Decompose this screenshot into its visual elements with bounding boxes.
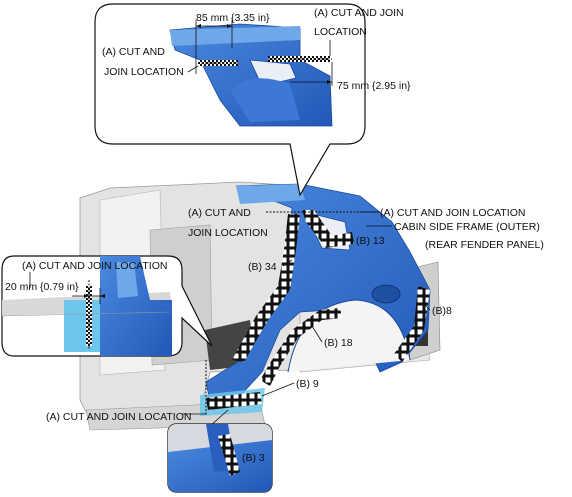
left-cut-a-label: (A) CUT AND JOIN LOCATION (22, 260, 167, 272)
rear-fender-panel-label: (REAR FENDER PANEL) (425, 239, 544, 251)
weld-b3-label: (B) 3 (242, 452, 265, 464)
weld-strip-b13 (302, 210, 354, 248)
weld-strip-b8 (394, 286, 430, 362)
weld-strip-b18 (260, 308, 342, 386)
dim-85mm-label: 85 mm {3.35 in} (196, 12, 270, 24)
vehicle-body-main (79, 181, 441, 431)
weld-b9-label: (B) 9 (296, 378, 319, 390)
weld-strip-b34 (232, 214, 300, 362)
weld-strip-b3 (218, 434, 240, 476)
weld-b18-label: (B) 18 (324, 337, 353, 349)
top-cut-a-left-line1: (A) CUT AND (102, 46, 165, 58)
cabin-side-frame-label: CABIN SIDE FRAME (OUTER) (394, 221, 540, 233)
weld-b34-label: (B) 34 (248, 261, 277, 273)
dim-20mm-label: 20 mm {0.79 in} (5, 281, 79, 293)
main-cut-a-top-right: (A) CUT AND JOIN LOCATION (380, 207, 525, 219)
top-cut-a-left-line2: JOIN LOCATION (104, 66, 184, 78)
top-detail-callout: 85 mm {3.35 in} (A) CUT AND JOIN LOCATIO… (94, 3, 411, 197)
bottom-detail-callout: (B) 3 (167, 409, 273, 493)
weld-strip-b9 (206, 392, 262, 410)
weld-b13-label: (B) 13 (356, 235, 385, 247)
left-detail-callout: (A) CUT AND JOIN LOCATION 20 mm {0.79 in… (1, 255, 213, 357)
dim-75mm-label: 75 mm {2.95 in} (337, 80, 411, 92)
top-cut-a-right-line2: LOCATION (314, 26, 367, 38)
main-cut-a-top-left-line2: JOIN LOCATION (188, 227, 268, 239)
main-view-labels: (A) CUT AND JOIN LOCATION (A) CUT AND JO… (46, 207, 544, 423)
weld-b8-label: (B)8 (432, 305, 452, 317)
main-cut-a-bottom: (A) CUT AND JOIN LOCATION (46, 411, 191, 423)
top-cut-a-right-line1: (A) CUT AND JOIN (314, 7, 404, 19)
main-cut-a-top-left-line1: (A) CUT AND (188, 207, 251, 219)
